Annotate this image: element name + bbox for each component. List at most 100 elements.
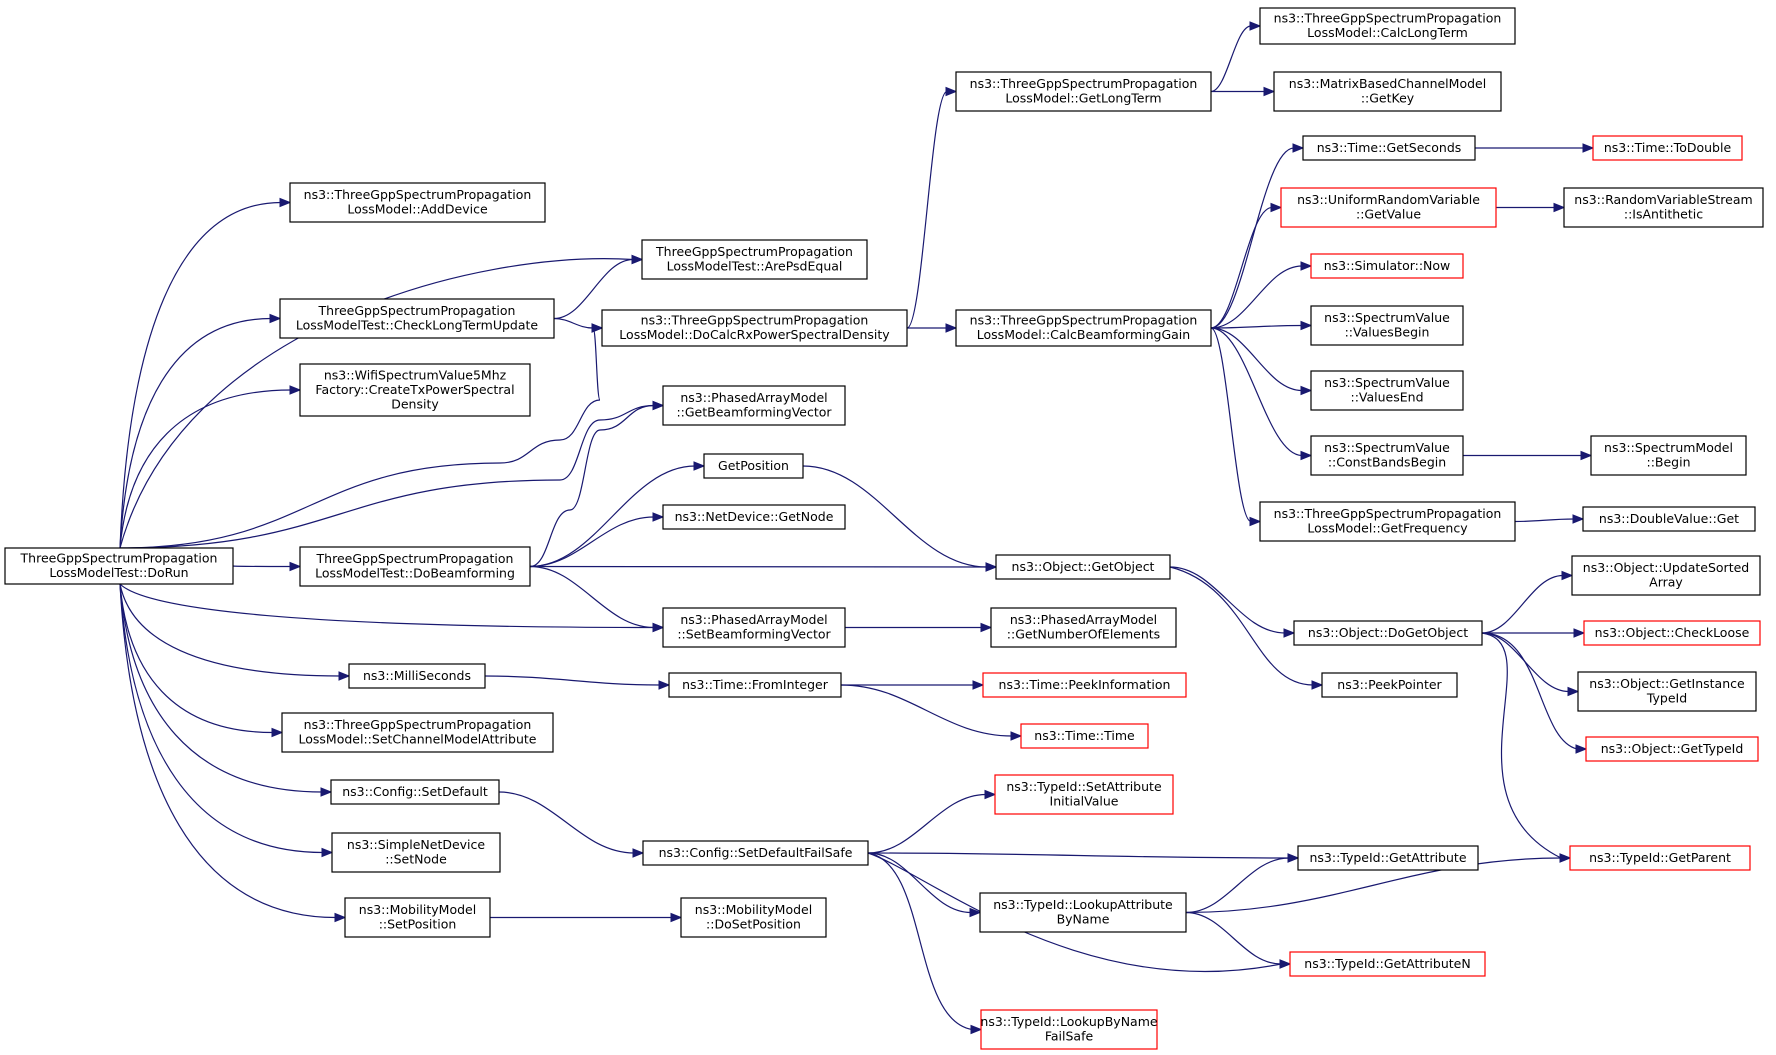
node-adddevice[interactable]: ns3::ThreeGppSpectrumPropagationLossMode… xyxy=(289,182,546,223)
node-mobdosetpos[interactable]: ns3::MobilityModel::DoSetPosition xyxy=(680,897,827,938)
node-peekpointer[interactable]: ns3::PeekPointer xyxy=(1321,672,1458,698)
node-getnode[interactable]: ns3::NetDevice::GetNode xyxy=(662,504,846,530)
node-dorun[interactable]: ThreeGppSpectrumPropagationLossModelTest… xyxy=(4,547,234,585)
node-box xyxy=(1585,736,1759,762)
node-setdefaultfs[interactable]: ns3::Config::SetDefaultFailSafe xyxy=(642,840,869,866)
node-box xyxy=(299,363,531,417)
node-milliseconds[interactable]: ns3::MilliSeconds xyxy=(348,663,486,689)
node-label-line: LossModelTest::ArePsdEqual xyxy=(667,259,843,274)
node-setdefault[interactable]: ns3::Config::SetDefault xyxy=(330,779,500,805)
edge-dorun-to-milliseconds xyxy=(119,583,341,677)
node-mobsetpos[interactable]: ns3::MobilityModel::SetPosition xyxy=(344,897,491,938)
arrowhead xyxy=(1573,628,1586,638)
node-label-line: LossModel::GetLongTerm xyxy=(1005,91,1161,106)
edges-layer xyxy=(119,21,1595,1035)
edge-dogetobject-to-updatesorted xyxy=(1481,574,1564,634)
node-label-line: ::ValuesBegin xyxy=(1345,325,1430,340)
node-checklongterm[interactable]: ThreeGppSpectrumPropagationLossModelTest… xyxy=(279,298,555,339)
node-dogetobject[interactable]: ns3::Object::DoGetObject xyxy=(1293,620,1483,646)
node-label-line: ns3::ThreeGppSpectrumPropagation xyxy=(1274,506,1502,521)
node-label-line: ns3::SpectrumValue xyxy=(1324,440,1450,455)
node-label-line: ThreeGppSpectrumPropagation xyxy=(316,551,514,566)
node-isantithetic[interactable]: ns3::RandomVariableStream::IsAntithetic xyxy=(1563,187,1764,228)
node-getattrn[interactable]: ns3::TypeId::GetAttributeN xyxy=(1289,951,1486,977)
edge-setdefaultfs-to-lookupattr xyxy=(867,852,972,914)
node-calcbeamgain[interactable]: ns3::ThreeGppSpectrumPropagationLossMode… xyxy=(955,309,1212,347)
node-label-line: LossModelTest::DoRun xyxy=(49,565,188,580)
node-label-line: LossModelTest::CheckLongTermUpdate xyxy=(296,318,539,333)
node-getseconds[interactable]: ns3::Time::GetSeconds xyxy=(1302,135,1476,161)
node-box xyxy=(1582,506,1756,532)
node-getposition[interactable]: GetPosition xyxy=(703,453,804,479)
node-getbfvec[interactable]: ns3::PhasedArrayModel::GetBeamformingVec… xyxy=(662,385,846,426)
node-label-line: ns3::Object::UpdateSorted xyxy=(1583,560,1749,575)
edge-calcbeamgain-to-constbands xyxy=(1210,327,1303,457)
node-label-line: ns3::SpectrumValue xyxy=(1324,310,1450,325)
node-box xyxy=(1280,187,1497,228)
node-label-line: ns3::TypeId::GetAttribute xyxy=(1309,850,1466,865)
edge-getobject-to-dogetobject xyxy=(1169,566,1286,634)
node-box xyxy=(1259,7,1516,45)
node-constbands[interactable]: ns3::SpectrumValue::ConstBandsBegin xyxy=(1310,435,1464,476)
node-label-line: TypeId xyxy=(1646,691,1687,706)
edge-getobject-to-peekpointer xyxy=(1169,566,1314,686)
node-label-line: ns3::ThreeGppSpectrumPropagation xyxy=(641,313,869,328)
node-label-line: ns3::MobilityModel xyxy=(359,902,476,917)
node-calclongterm[interactable]: ns3::ThreeGppSpectrumPropagationLossMode… xyxy=(1259,7,1516,45)
node-label-line: GetPosition xyxy=(718,458,789,473)
node-getnumelem[interactable]: ns3::PhasedArrayModel::GetNumberOfElemen… xyxy=(990,607,1177,648)
node-simnow[interactable]: ns3::Simulator::Now xyxy=(1310,253,1464,279)
node-label-line: ns3::ThreeGppSpectrumPropagation xyxy=(304,717,532,732)
arrowhead xyxy=(334,912,347,923)
node-smbegin[interactable]: ns3::SpectrumModel::Begin xyxy=(1590,435,1747,476)
node-label-line: ns3::ThreeGppSpectrumPropagation xyxy=(970,313,1198,328)
edge-dobeamforming-to-getnode xyxy=(529,516,655,568)
node-getattribute[interactable]: ns3::TypeId::GetAttribute xyxy=(1297,845,1479,871)
node-label-line: ns3::Time::ToDouble xyxy=(1604,140,1732,155)
node-docalcrx[interactable]: ns3::ThreeGppSpectrumPropagationLossMode… xyxy=(601,309,908,347)
edge-dorun-to-checklongterm xyxy=(119,317,272,549)
node-dobeamforming[interactable]: ThreeGppSpectrumPropagationLossModelTest… xyxy=(299,546,531,587)
edge-setdefault-to-setdefaultfs xyxy=(498,791,635,854)
node-todouble[interactable]: ns3::Time::ToDouble xyxy=(1592,135,1743,161)
node-gettypeid[interactable]: ns3::Object::GetTypeId xyxy=(1585,736,1759,762)
node-timetime[interactable]: ns3::Time::Time xyxy=(1020,723,1149,749)
edge-calcbeamgain-to-uniformget xyxy=(1210,206,1273,329)
node-label-line: ThreeGppSpectrumPropagation xyxy=(318,303,516,318)
edge-dorun-to-adddevice xyxy=(119,201,282,549)
node-label-line: ns3::Config::SetDefaultFailSafe xyxy=(659,845,853,860)
node-label-line: ns3::RandomVariableStream xyxy=(1574,192,1752,207)
arrowhead xyxy=(271,727,284,738)
node-arepsdequal[interactable]: ThreeGppSpectrumPropagationLossModelTest… xyxy=(641,239,868,280)
node-getobject[interactable]: ns3::Object::GetObject xyxy=(995,554,1171,580)
edge-checklongterm-to-docalcrx xyxy=(553,317,594,329)
node-getparent[interactable]: ns3::TypeId::GetParent xyxy=(1569,845,1751,871)
node-label-line: ns3::PhasedArrayModel xyxy=(680,612,827,627)
node-peekinfo[interactable]: ns3::Time::PeekInformation xyxy=(982,672,1187,698)
node-frominteger[interactable]: ns3::Time::FromInteger xyxy=(668,672,842,698)
node-getfreq[interactable]: ns3::ThreeGppSpectrumPropagationLossMode… xyxy=(1259,501,1516,542)
node-setchanattr[interactable]: ns3::ThreeGppSpectrumPropagationLossMode… xyxy=(281,712,554,753)
arrowhead xyxy=(670,912,683,923)
node-getlongterm[interactable]: ns3::ThreeGppSpectrumPropagationLossMode… xyxy=(955,71,1212,112)
node-label-line: Array xyxy=(1649,575,1683,590)
node-simplesetnode[interactable]: ns3::SimpleNetDevice::SetNode xyxy=(331,832,501,873)
node-uniformget[interactable]: ns3::UniformRandomVariable::GetValue xyxy=(1280,187,1497,228)
node-checkloose[interactable]: ns3::Object::CheckLoose xyxy=(1583,620,1761,646)
node-valuesbegin[interactable]: ns3::SpectrumValue::ValuesBegin xyxy=(1310,305,1464,346)
edge-lookupattr-to-getattribute xyxy=(1185,857,1290,914)
arrowhead xyxy=(969,907,982,918)
node-wifipsd[interactable]: ns3::WifiSpectrumValue5MhzFactory::Creat… xyxy=(299,363,531,417)
node-dblget[interactable]: ns3::DoubleValue::Get xyxy=(1582,506,1756,532)
node-box xyxy=(995,554,1171,580)
node-box xyxy=(703,453,804,479)
node-getkey[interactable]: ns3::MatrixBasedChannelModel::GetKey xyxy=(1273,71,1502,112)
node-label-line: LossModelTest::DoBeamforming xyxy=(315,566,515,581)
node-valuesend[interactable]: ns3::SpectrumValue::ValuesEnd xyxy=(1310,370,1464,411)
node-setbfvec[interactable]: ns3::PhasedArrayModel::SetBeamformingVec… xyxy=(662,607,846,648)
